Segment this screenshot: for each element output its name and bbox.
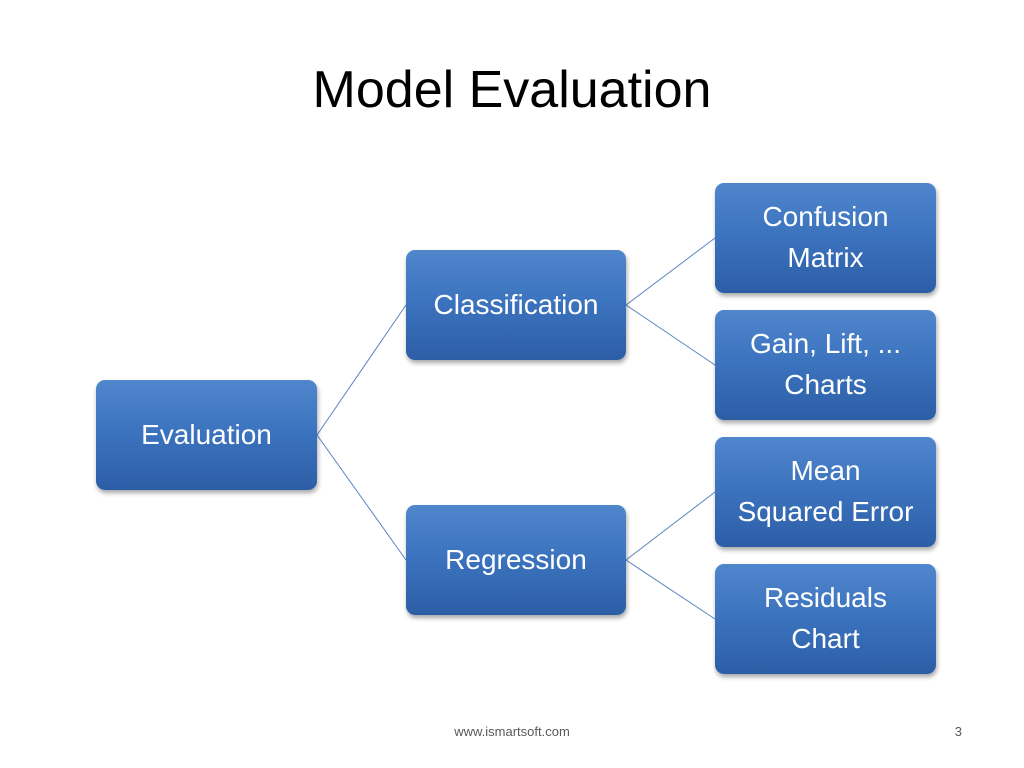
node-regression-label: Regression [445, 543, 587, 575]
node-classification-label: Classification [433, 288, 599, 320]
connector-regression-mean-squared-error [625, 491, 716, 561]
node-residuals-chart: Residuals Chart [715, 564, 936, 674]
node-residuals-chart-label: Residuals Chart [764, 582, 887, 654]
connector-evaluation-regression [316, 434, 407, 561]
footer-url: www.ismartsoft.com [454, 724, 570, 739]
node-regression: Regression [406, 505, 626, 615]
node-evaluation: Evaluation [96, 380, 317, 490]
node-confusion-matrix: Confusion Matrix [715, 183, 936, 293]
node-mean-squared-error: Mean Squared Error [715, 437, 936, 547]
node-mean-squared-error-label: Mean Squared Error [737, 455, 914, 527]
node-evaluation-label: Evaluation [141, 418, 272, 450]
connector-classification-gain-lift-charts [625, 304, 716, 366]
node-classification: Classification [406, 250, 626, 360]
connector-evaluation-classification [316, 304, 407, 436]
page-number: 3 [954, 724, 962, 739]
connector-regression-residuals-chart [625, 559, 716, 620]
node-gain-lift-charts-label: Gain, Lift, ... Charts [750, 328, 901, 400]
slide-title: Model Evaluation [312, 61, 712, 119]
node-confusion-matrix-label: Confusion Matrix [762, 201, 889, 273]
connector-classification-confusion-matrix [625, 237, 716, 306]
node-gain-lift-charts: Gain, Lift, ... Charts [715, 310, 936, 420]
